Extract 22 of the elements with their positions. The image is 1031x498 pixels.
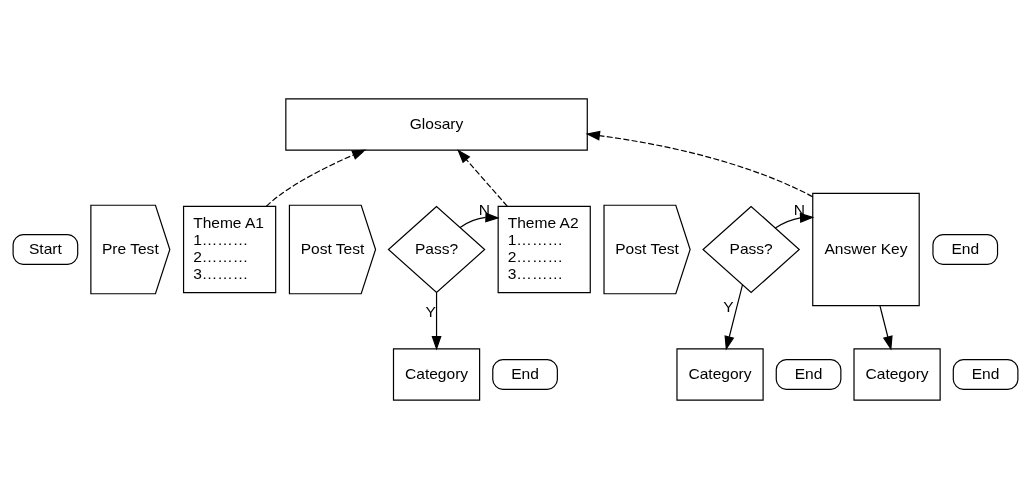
node-box: End — [492, 358, 558, 390]
arrow — [431, 291, 442, 350]
arrow — [265, 149, 367, 207]
arrow — [459, 211, 500, 228]
edge-label: Y — [425, 302, 436, 320]
node-box: Start — [12, 233, 79, 265]
arrow — [585, 130, 814, 197]
node-box: Category — [392, 347, 481, 401]
arrow — [774, 212, 815, 229]
edge-label: Y — [723, 297, 734, 315]
node-box: Theme A2 1……… 2……… 3……… — [497, 205, 591, 293]
node-box: Answer Key — [812, 192, 920, 306]
node-box: End — [952, 358, 1019, 390]
node-box: Category — [676, 347, 764, 401]
arrow — [879, 304, 893, 350]
node-box: Theme A1 1……… 2……… 3……… — [182, 205, 277, 293]
node-box: End — [775, 358, 842, 390]
node-box: Category — [853, 347, 941, 401]
node-box: End — [932, 233, 999, 265]
node-box: Glosary — [285, 97, 588, 151]
arrow — [457, 148, 508, 207]
arrow — [724, 283, 744, 350]
